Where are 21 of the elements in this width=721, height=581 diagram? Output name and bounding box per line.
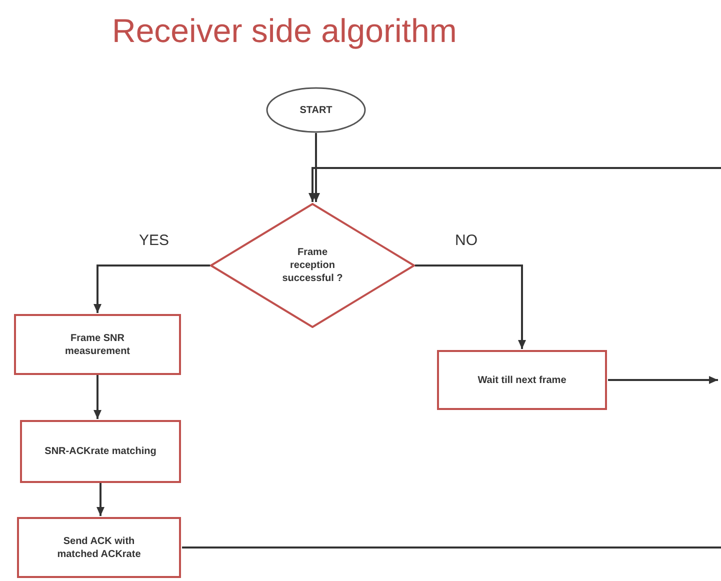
arrow bbox=[94, 375, 102, 419]
start-terminal bbox=[266, 87, 366, 133]
connector-line bbox=[182, 546, 721, 548]
node-text: Send ACK with matched ACKrate bbox=[56, 534, 142, 560]
arrow bbox=[308, 167, 721, 202]
process-box bbox=[14, 314, 181, 375]
arrow bbox=[94, 264, 210, 313]
arrow bbox=[608, 376, 718, 384]
node-text: Frame SNR measurement bbox=[64, 332, 132, 358]
decision-diamond bbox=[210, 203, 415, 328]
node-text: START bbox=[300, 104, 332, 116]
diagram-title: Receiver side algorithm bbox=[112, 12, 457, 50]
process-box bbox=[437, 350, 607, 410]
arrow bbox=[312, 133, 320, 202]
process-box bbox=[20, 420, 181, 483]
node-text: Frame reception successful ? bbox=[281, 246, 344, 285]
arrow bbox=[415, 264, 526, 349]
process-box bbox=[17, 517, 181, 578]
node-text: Wait till next frame bbox=[478, 374, 566, 386]
node-text: SNR-ACKrate matching bbox=[44, 445, 156, 458]
arrow bbox=[96, 483, 104, 516]
